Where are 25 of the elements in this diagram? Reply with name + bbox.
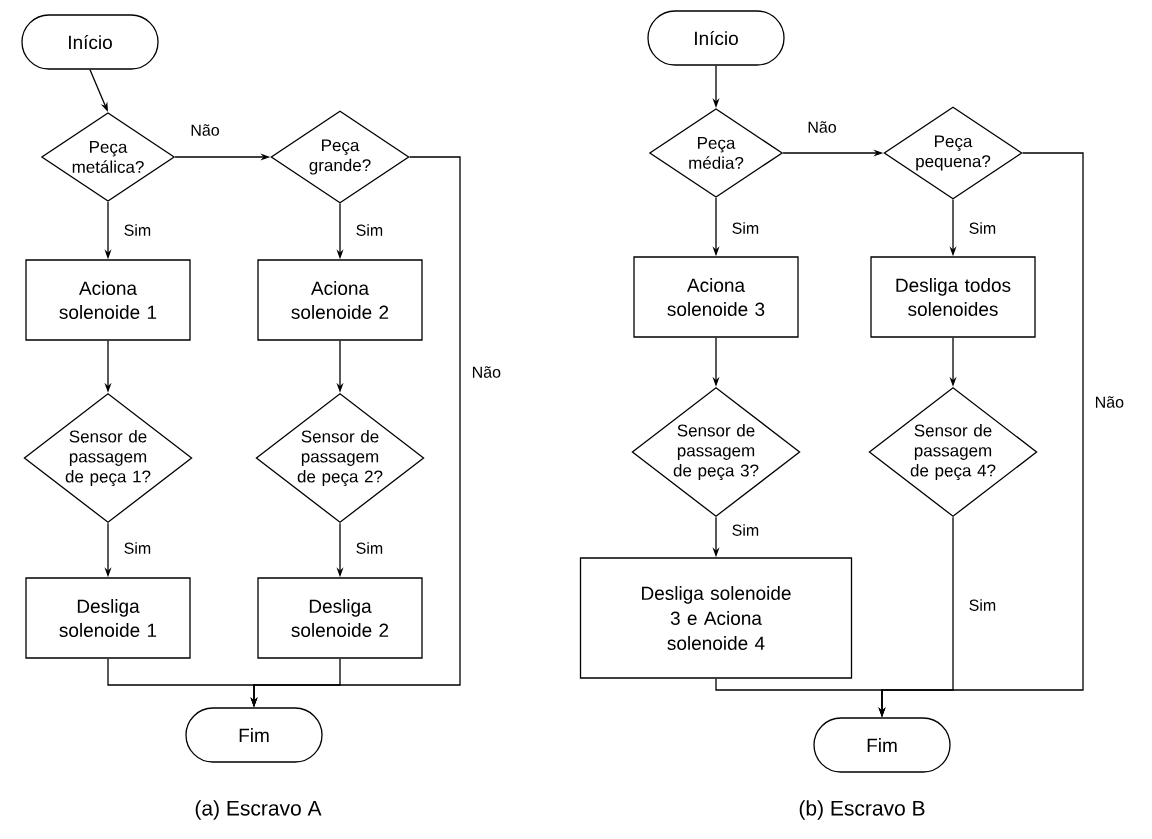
edge-label: Não: [189, 123, 221, 137]
edge-label: Sim: [967, 221, 998, 235]
edge-label: Sim: [354, 541, 385, 555]
edge-label: Sim: [967, 598, 998, 612]
edge-label: Não: [470, 365, 502, 379]
terminal-pill: Fim: [185, 707, 323, 763]
edge-label: Sim: [122, 541, 153, 555]
process-box: Aciona solenoide 2: [257, 259, 423, 341]
edge-label: Sim: [122, 223, 153, 237]
caption: (a) Escravo A: [195, 800, 322, 820]
edge-label: Não: [806, 120, 838, 134]
caption: (b) Escravo B: [799, 800, 925, 820]
process-box: Aciona solenoide 1: [25, 259, 191, 341]
edge-label: Sim: [354, 223, 385, 237]
process-box: Desliga solenoide 3 e Aciona solenoide 4: [579, 557, 853, 679]
edge-label: Sim: [730, 523, 761, 537]
terminal-pill: Fim: [813, 717, 951, 773]
terminal-pill: Início: [21, 14, 159, 70]
process-box: Desliga solenoide 2: [257, 577, 423, 659]
process-box: Desliga solenoide 1: [25, 577, 191, 659]
terminal-pill: Início: [647, 10, 785, 66]
edge-label: Não: [1093, 395, 1125, 409]
process-box: Desliga todos solenoides: [870, 256, 1036, 338]
edge-label: Sim: [730, 221, 761, 235]
process-box: Aciona solenoide 3: [633, 256, 799, 338]
